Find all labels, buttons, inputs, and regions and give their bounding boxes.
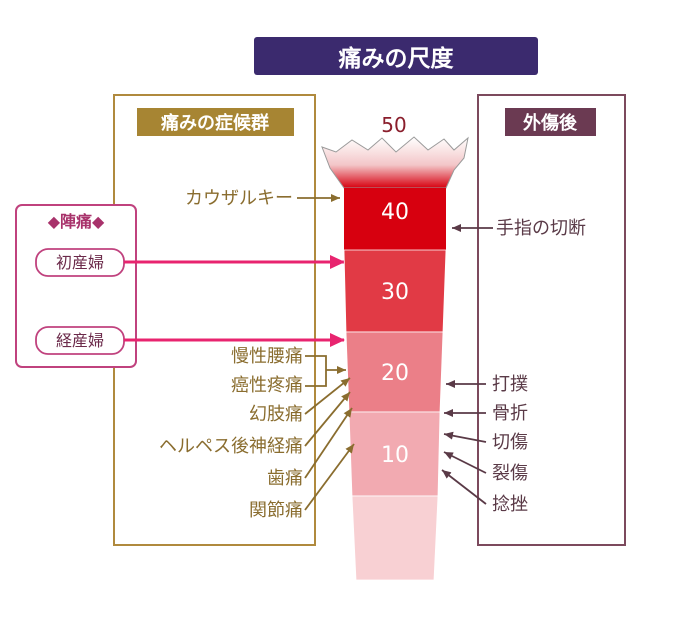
syndrome-cancer-pain: 癌性疼痛	[231, 375, 303, 396]
page-title: 痛みの尺度	[339, 45, 455, 72]
syndrome-joint-pain: 関節痛	[249, 500, 303, 521]
laceration-arrow	[443, 451, 487, 474]
syndrome-phantom-limb: 幻肢痛	[249, 404, 303, 425]
trauma-panel	[477, 94, 626, 546]
scale-label-40: 40	[381, 200, 409, 225]
trauma-panel-title: 外傷後	[523, 112, 578, 134]
trauma-cut: 切傷	[492, 432, 528, 453]
trauma-laceration: 裂傷	[492, 463, 528, 484]
trauma-panel-title-bg	[505, 108, 596, 136]
scale-segment-40	[344, 188, 446, 250]
trauma-bruise: 打撲	[492, 374, 528, 395]
trauma-fracture: 骨折	[492, 403, 528, 424]
postherpetic-arrow	[304, 391, 351, 447]
joint-pain-arrow	[304, 443, 355, 511]
scale-top-value: 50	[381, 113, 406, 137]
scale-label-20: 20	[381, 361, 409, 386]
title-bar	[254, 37, 538, 75]
toothache-arrow	[304, 407, 353, 479]
syndrome-postherpetic: ヘルペス後神経痛	[159, 436, 303, 457]
trauma-finger-amputation: 手指の切断	[496, 218, 586, 239]
back-cancer-bracket	[305, 355, 327, 387]
sprain-arrow	[441, 469, 487, 505]
syndrome-chronic-back-pain: 慢性腰痛	[231, 346, 303, 367]
syndromes-panel-title-bg	[137, 108, 294, 136]
scale-label-30: 30	[381, 280, 409, 305]
scale-flame-top	[321, 136, 469, 189]
primipara-label: 初産婦	[56, 253, 104, 272]
cut-arrow	[443, 431, 487, 443]
scale-label-10: 10	[381, 443, 409, 468]
syndromes-panel-title: 痛みの症候群	[161, 112, 269, 134]
trauma-sprain: 捻挫	[492, 494, 528, 515]
syndrome-toothache: 歯痛	[267, 468, 303, 489]
phantom-limb-arrow	[304, 377, 351, 415]
scale-segment-0	[351, 495, 439, 581]
multipara-label: 経産婦	[56, 331, 104, 350]
syndrome-causalgia: カウザルキー	[185, 188, 293, 209]
labor-pain-title: ◆陣痛◆	[48, 212, 105, 231]
